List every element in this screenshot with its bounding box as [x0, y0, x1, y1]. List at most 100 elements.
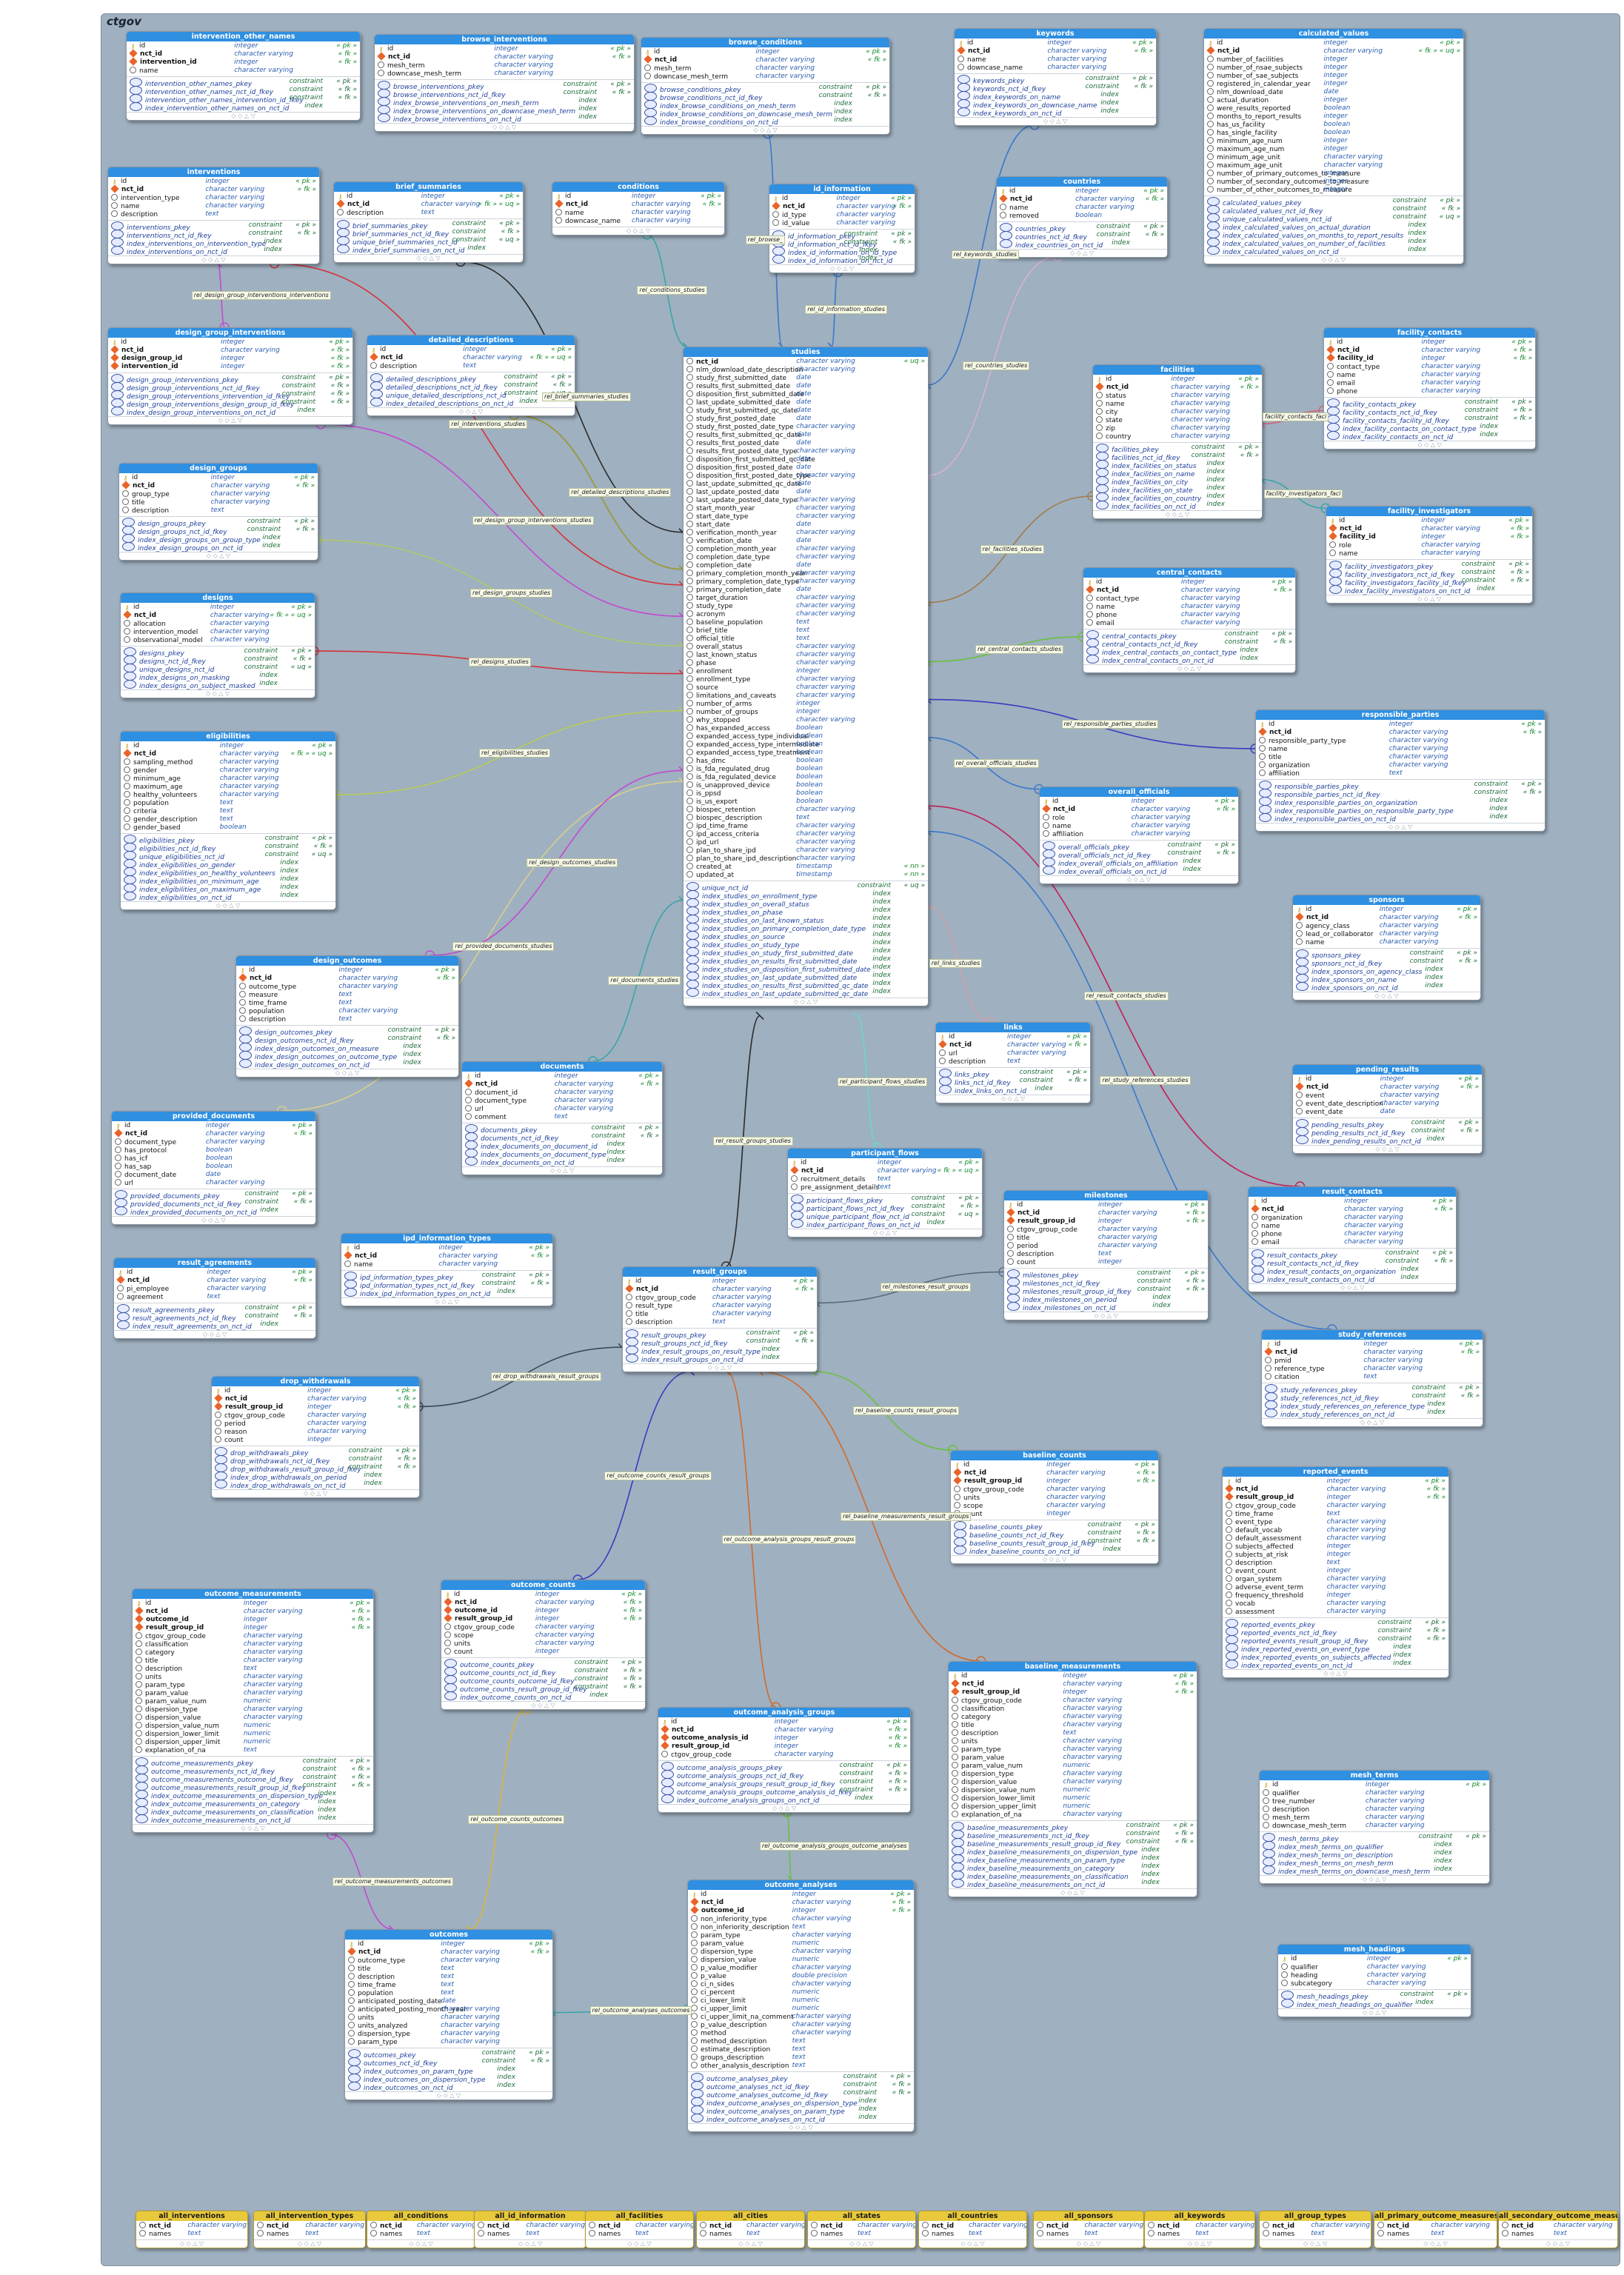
- relationship-label[interactable]: rel_overall_officials_studies: [953, 758, 1039, 768]
- table-footer-controls[interactable]: ◇ ◇ △ ▽: [215, 902, 241, 909]
- relationship-label[interactable]: rel_design_group_interventions_studies: [472, 515, 594, 525]
- table-footer-controls[interactable]: ◇ ◇ △ ▽: [179, 2240, 204, 2247]
- table-footer-controls[interactable]: ◇ ◇ △ ▽: [1360, 1419, 1385, 1426]
- table-title[interactable]: facility_contacts: [1324, 328, 1535, 338]
- relationship-label[interactable]: rel_responsible_parties_studies: [1061, 719, 1159, 729]
- relationship-label[interactable]: rel_result_contacts_studies: [1083, 992, 1169, 1001]
- table-title[interactable]: design_group_interventions: [108, 328, 352, 338]
- table-footer-controls[interactable]: ◇ ◇ △ ▽: [1303, 2240, 1328, 2247]
- table-title[interactable]: all_states: [808, 2211, 915, 2221]
- table-footer-controls[interactable]: ◇ ◇ △ ▽: [1042, 1556, 1067, 1563]
- index-row[interactable]: index_baseline_measurements_on_param_typ…: [952, 1854, 1194, 1865]
- table-footer-controls[interactable]: ◇ ◇ △ ▽: [738, 2240, 763, 2247]
- relationship-label[interactable]: rel_outcome_counts_result_groups: [604, 1471, 712, 1480]
- table-title[interactable]: countries: [997, 177, 1167, 187]
- table-footer-controls[interactable]: ◇ ◇ △ ▽: [1340, 1284, 1365, 1291]
- relationship-label[interactable]: rel_design_group_interventions_intervent…: [191, 290, 331, 300]
- index-row[interactable]: outcome_analysis_groups_result_group_id_…: [661, 1778, 907, 1788]
- table-title[interactable]: outcome_analysis_groups: [658, 1708, 910, 1717]
- index-row[interactable]: design_group_interventions_intervention_…: [111, 390, 350, 401]
- table-title[interactable]: drop_withdrawals: [212, 1377, 419, 1386]
